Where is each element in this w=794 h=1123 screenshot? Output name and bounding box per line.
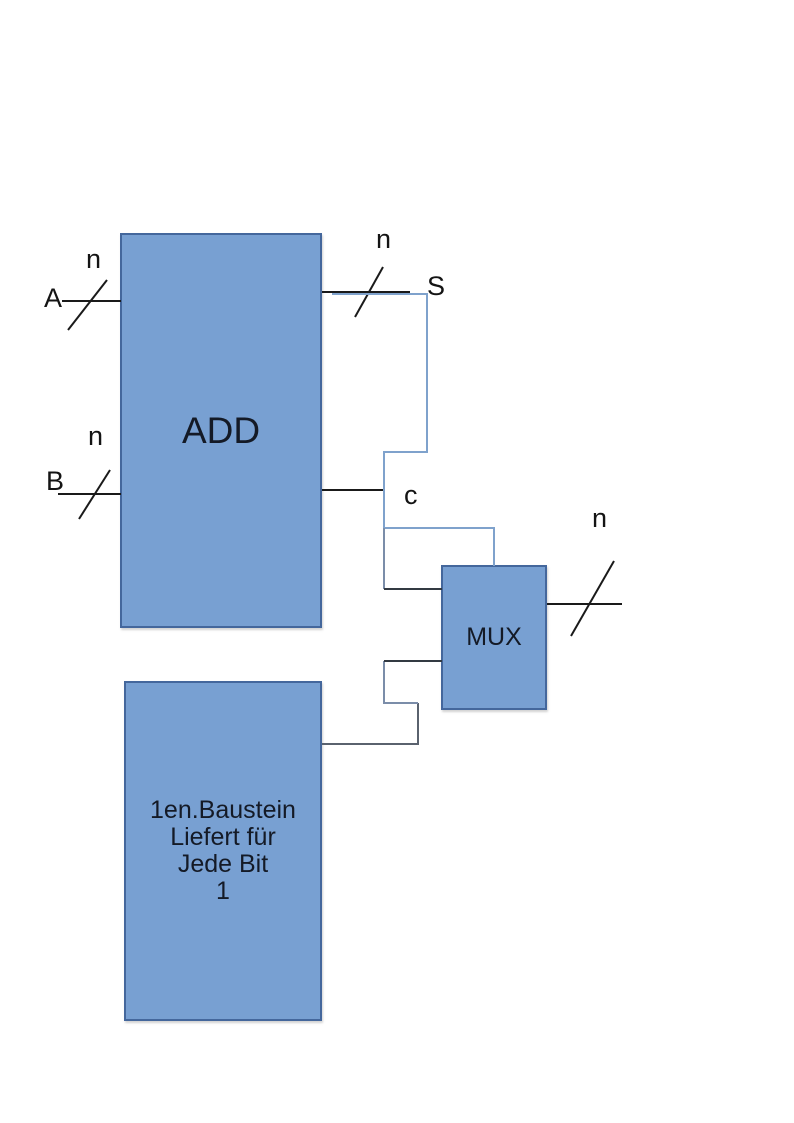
bus-width-s-label: n (376, 224, 392, 254)
baustein-riser-wire (383, 661, 418, 704)
baustein-output-wire (322, 703, 419, 745)
bus-width-a-label: n (86, 244, 102, 274)
input-a-bus-slash (67, 279, 108, 331)
mux-block: MUX (441, 565, 547, 710)
baustein-line-2: Liefert für (170, 823, 276, 851)
sum-output-label: S (427, 271, 446, 301)
baustein-text: 1en.Baustein Liefert für Jede Bit 1 (150, 797, 296, 905)
sum-to-mux-wire (332, 293, 495, 566)
baustein-line-4: 1 (216, 877, 230, 905)
baustein-block: 1en.Baustein Liefert für Jede Bit 1 (124, 681, 322, 1021)
baustein-line-3: Jede Bit (177, 850, 269, 878)
input-a-label: A (44, 283, 63, 313)
add-label: ADD (181, 409, 261, 451)
sum-bus-slash (354, 266, 384, 318)
mux-output-bus-slash (570, 560, 615, 637)
add-block: ADD (120, 233, 322, 628)
input-b-label: B (46, 466, 65, 496)
input-b-bus-slash (78, 469, 111, 520)
bus-width-mux-label: n (592, 503, 608, 533)
baustein-line-1: 1en.Baustein (150, 796, 296, 824)
bus-width-b-label: n (88, 421, 104, 451)
carry-output-label: c (404, 480, 418, 510)
mux-label: MUX (466, 623, 522, 651)
